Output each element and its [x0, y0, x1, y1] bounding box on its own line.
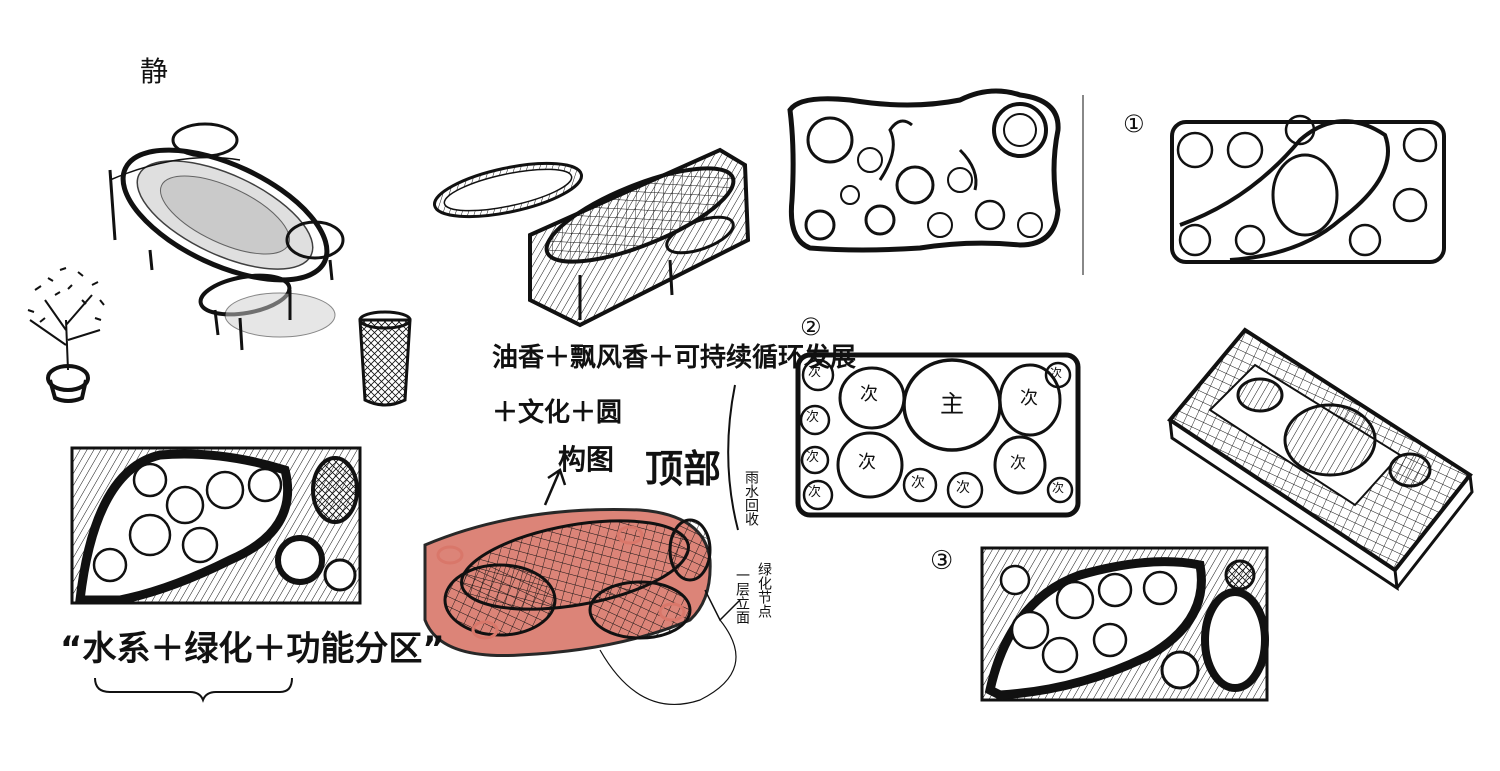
- variant-3-label: ③: [930, 546, 954, 576]
- sketch-iso-modules: [432, 147, 751, 328]
- sketch-iso-model: [1167, 327, 1474, 592]
- arrow-label: 构图: [558, 443, 615, 476]
- bottom-caption: “水系＋绿化＋功能分区”: [60, 629, 445, 669]
- zone-secondary: 次: [806, 410, 820, 425]
- zone-secondary: 次: [1050, 366, 1063, 380]
- zone-secondary: 次: [858, 452, 876, 473]
- zone-secondary: 次: [1052, 481, 1065, 495]
- plan-variant-1: [1082, 95, 1446, 275]
- variant-2-label: ②: [800, 313, 822, 341]
- top-label: 顶部: [645, 447, 722, 491]
- zone-secondary: 次: [911, 475, 925, 491]
- side-note-2: 一层立面: [734, 568, 750, 624]
- plan-variant-2: [795, 352, 1081, 518]
- zone-secondary: 次: [860, 384, 878, 405]
- variant-1-label: ①: [1123, 110, 1145, 138]
- side-note-1: 雨水回收: [743, 470, 759, 526]
- potted-plant-sketch: [27, 267, 105, 403]
- plan-bold-left: [70, 446, 362, 605]
- zone-secondary: 次: [808, 365, 822, 380]
- concept-line-2: ＋文化＋圆: [492, 398, 623, 428]
- sketch-roof-top-view: [423, 384, 741, 705]
- corner-mark: 静: [140, 55, 169, 88]
- sketch-iso-oval-table: [108, 122, 345, 351]
- plan-bubble-layout: [787, 88, 1061, 253]
- zone-secondary: 次: [806, 450, 820, 465]
- zone-secondary: 次: [1010, 453, 1027, 472]
- zone-main: 主: [940, 390, 964, 418]
- zone-secondary: 次: [808, 485, 822, 500]
- mesh-bin-sketch: [358, 310, 412, 407]
- concept-line-1: 油香＋飘风香＋可持续循环发展: [492, 343, 857, 373]
- side-note-3: 绿化节点: [756, 562, 772, 618]
- caption-bracket: [94, 677, 293, 703]
- zone-secondary: 次: [1020, 388, 1038, 409]
- zone-secondary: 次: [956, 480, 970, 496]
- plan-variant-3: [980, 546, 1269, 702]
